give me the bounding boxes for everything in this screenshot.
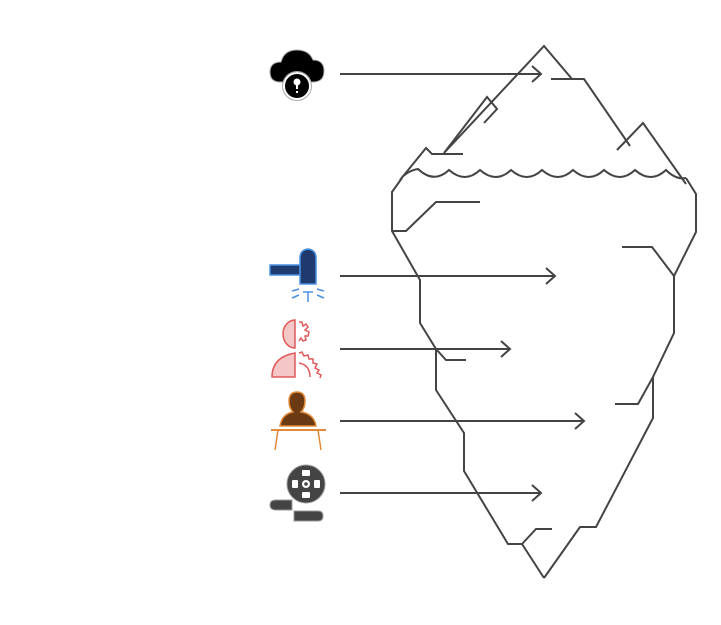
iceberg-peak-shelf: [551, 78, 631, 147]
iceberg-inner-ledge-5: [615, 376, 654, 405]
iceberg-body-left: [391, 177, 545, 579]
iceberg-body-right: [543, 177, 697, 579]
iceberg-inner-ledge-4: [622, 246, 675, 277]
arrow-head-5: [531, 484, 543, 502]
arrow-head-3: [500, 340, 512, 358]
iceberg: [391, 44, 697, 579]
arrow-head-1: [531, 65, 543, 83]
film-reel-icon: [269, 464, 326, 522]
iceberg-left-shoulder: [399, 146, 444, 181]
arrow-head-4: [574, 412, 586, 430]
iceberg-right-peak: [616, 121, 687, 185]
iceberg-left-crack: [443, 95, 499, 154]
person-at-desk-icon: [271, 391, 326, 451]
arrows: [340, 65, 586, 502]
hammer-strike-icon: [269, 248, 325, 302]
iceberg-inner-ledge-3: [521, 528, 552, 545]
person-gear-icon: [271, 319, 322, 379]
iceberg-peak-left: [443, 44, 573, 154]
waterline: [401, 167, 687, 180]
iceberg-inner-ledge-1: [392, 201, 480, 232]
arrow-head-2: [545, 267, 557, 285]
iceberg-inner-ledge-2: [435, 348, 466, 361]
cloud-lock-icon: [269, 49, 325, 101]
